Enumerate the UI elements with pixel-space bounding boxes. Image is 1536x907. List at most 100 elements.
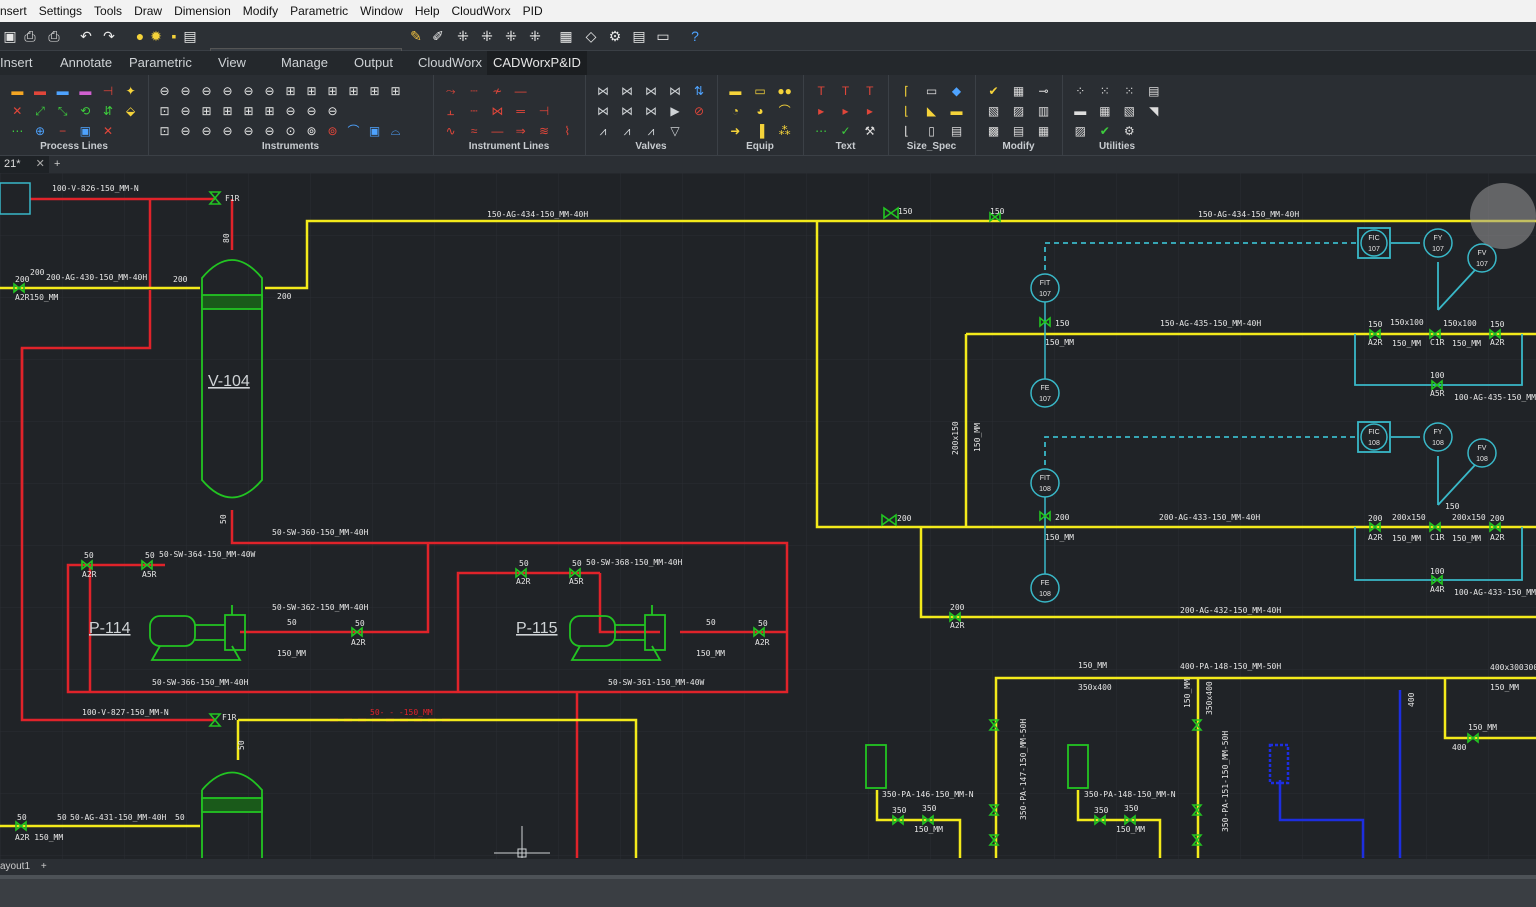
menu-window[interactable]: Window: [360, 4, 403, 18]
instrument-icon[interactable]: ⊖: [264, 84, 275, 98]
modify-icon[interactable]: ▩: [987, 124, 1000, 138]
line-icon[interactable]: ✕: [12, 104, 23, 118]
modify-icon[interactable]: ⊸: [1038, 84, 1049, 98]
pen-icon[interactable]: ✐: [432, 28, 444, 44]
save-icon[interactable]: ▣: [3, 28, 17, 44]
instrument-icon[interactable]: ⊖: [201, 124, 212, 138]
valve-icon[interactable]: ⋈: [669, 84, 681, 98]
utility-icon[interactable]: ▧: [1123, 104, 1135, 118]
text-icon[interactable]: ✓: [840, 124, 851, 138]
layout-tab[interactable]: ayout1: [0, 861, 31, 872]
line-icon[interactable]: ⤢: [35, 104, 45, 118]
utility-icon[interactable]: ▨: [1074, 124, 1086, 138]
instrument-line-icon[interactable]: ∿: [445, 124, 456, 138]
eraser-icon[interactable]: ◇: [585, 28, 597, 44]
instrument-icon[interactable]: ⊖: [180, 84, 191, 98]
valve-icon[interactable]: ⩘: [647, 124, 655, 138]
size-spec-icon[interactable]: ▤: [950, 124, 963, 138]
size-spec-icon[interactable]: ▬: [950, 104, 963, 118]
size-spec-icon[interactable]: ◣: [926, 104, 937, 118]
tab-cadworx-pid[interactable]: CADWorxP&ID: [487, 51, 587, 75]
plot-icon[interactable]: ⎙: [24, 28, 36, 44]
instrument-icon[interactable]: ⊙: [285, 124, 296, 138]
help-icon[interactable]: ?: [691, 28, 699, 44]
menu-pid[interactable]: PID: [522, 4, 543, 18]
menu-parametric[interactable]: Parametric: [290, 4, 349, 18]
instrument-icon[interactable]: ⊚: [327, 124, 338, 138]
text-icon[interactable]: T: [817, 84, 825, 98]
instrument-icon[interactable]: ⊖: [243, 84, 254, 98]
instrument-icon[interactable]: ⊖: [243, 124, 254, 138]
instrument-icon[interactable]: ⊞: [264, 104, 275, 118]
valve-icon[interactable]: ⋈: [621, 84, 633, 98]
instrument-icon[interactable]: ⌒: [347, 124, 360, 138]
valve-icon[interactable]: ▶: [670, 104, 680, 118]
equip-icon[interactable]: ●●: [777, 84, 792, 98]
text-icon[interactable]: ▸: [842, 104, 849, 118]
utility-icon[interactable]: ⁙: [1099, 84, 1110, 98]
tab-cloudworx[interactable]: CloudWorx: [418, 55, 483, 70]
equip-icon[interactable]: ▬: [729, 84, 742, 98]
redo-icon[interactable]: ↷: [103, 28, 115, 44]
instrument-icon[interactable]: ⊞: [348, 84, 359, 98]
properties-icon[interactable]: ▦: [559, 28, 573, 44]
instrument-line-icon[interactable]: ⫠: [447, 104, 455, 118]
instrument-icon[interactable]: ⊞: [390, 84, 401, 98]
lightbulb-icon[interactable]: ●: [135, 28, 145, 44]
equip-icon[interactable]: ⁂: [778, 124, 791, 138]
menu-settings[interactable]: Settings: [38, 4, 83, 18]
instrument-icon[interactable]: ⊖: [285, 104, 296, 118]
instrument-icon[interactable]: ⊖: [180, 104, 191, 118]
tab-insert[interactable]: Insert: [0, 55, 33, 70]
instrument-line-icon[interactable]: ≁: [492, 84, 503, 98]
instrument-icon[interactable]: ⊖: [264, 124, 275, 138]
equip-icon[interactable]: ◕: [756, 104, 764, 118]
text-icon[interactable]: T: [841, 84, 850, 98]
utility-icon[interactable]: ⚙: [1123, 124, 1135, 138]
size-spec-icon[interactable]: ⌈: [904, 84, 909, 98]
equip-icon[interactable]: ▭: [754, 84, 766, 98]
size-spec-icon[interactable]: ▯: [928, 124, 935, 138]
instrument-icon[interactable]: ⊞: [327, 84, 338, 98]
undo-icon[interactable]: ↶: [80, 28, 92, 44]
modify-icon[interactable]: ▦: [1037, 124, 1050, 138]
line-icon[interactable]: ▬: [79, 84, 92, 98]
menu-draw[interactable]: Draw: [134, 4, 163, 18]
instrument-line-icon[interactable]: ≈: [470, 124, 478, 138]
size-spec-icon[interactable]: ⌊: [904, 124, 909, 138]
instrument-line-icon[interactable]: ⌇: [564, 124, 571, 138]
valve-icon[interactable]: ⩘: [623, 124, 631, 138]
equip-icon[interactable]: ▐: [755, 124, 765, 138]
instrument-icon[interactable]: ⊖: [306, 104, 317, 118]
size-spec-icon[interactable]: ▭: [925, 84, 938, 98]
tab-output[interactable]: Output: [354, 55, 394, 70]
grip4-icon[interactable]: ⁜: [529, 28, 541, 44]
lock-icon[interactable]: ▪: [171, 28, 177, 44]
utility-icon[interactable]: ▤: [1148, 84, 1160, 98]
valve-icon[interactable]: ⩘: [599, 124, 607, 138]
settings-icon[interactable]: ⚙: [608, 28, 622, 44]
instrument-line-icon[interactable]: —: [514, 84, 527, 98]
grip3-icon[interactable]: ⁜: [505, 28, 517, 44]
sun-icon[interactable]: ✹: [150, 28, 162, 44]
line-icon[interactable]: ⤡: [57, 104, 68, 118]
line-icon[interactable]: ▬: [33, 84, 46, 98]
add-layout-icon[interactable]: +: [40, 861, 47, 872]
menu-cloudworx[interactable]: CloudWorx: [451, 4, 511, 18]
instrument-line-icon[interactable]: ⊣: [538, 104, 550, 118]
tab-annotate[interactable]: Annotate: [60, 55, 113, 70]
line-icon[interactable]: ⟲: [80, 104, 91, 118]
text-icon[interactable]: T: [866, 84, 874, 98]
utility-icon[interactable]: ▦: [1099, 104, 1111, 118]
valve-icon[interactable]: ▽: [670, 124, 680, 138]
line-icon[interactable]: ⬙: [126, 104, 136, 118]
instrument-icon[interactable]: ⊞: [369, 84, 380, 98]
line-icon[interactable]: ▬: [11, 84, 24, 98]
menu-tools[interactable]: Tools: [94, 4, 123, 18]
grip2-icon[interactable]: ⁜: [481, 28, 493, 44]
modify-icon[interactable]: ✔: [988, 84, 999, 98]
valve-icon[interactable]: ⊘: [693, 104, 705, 118]
size-spec-icon[interactable]: ◆: [951, 84, 962, 98]
modify-icon[interactable]: ▦: [1012, 84, 1025, 98]
